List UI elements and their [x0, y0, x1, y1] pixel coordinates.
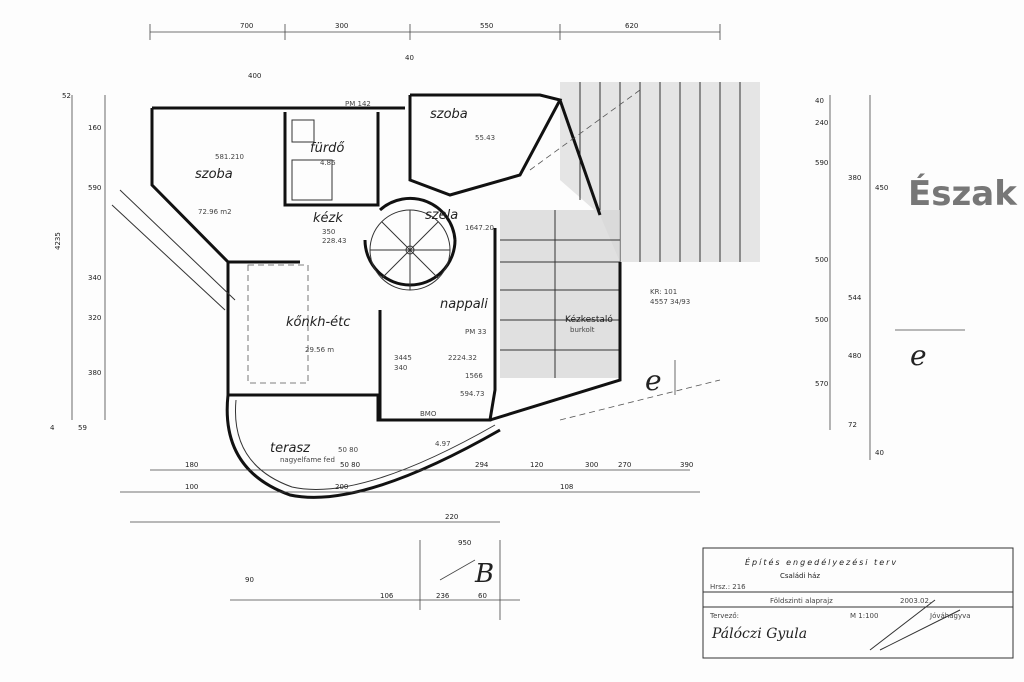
title-block: Építés engedélyezési terv Családi ház Hr…: [702, 547, 1014, 659]
date: 2003.02.: [900, 597, 931, 605]
svg-text:400: 400: [248, 72, 261, 80]
spiral-staircase: [369, 209, 451, 291]
section-mark-b: B: [474, 559, 494, 589]
room-label-nappali: nappali: [440, 297, 488, 312]
svg-text:570: 570: [815, 380, 828, 388]
title-line: Családi ház: [780, 572, 820, 580]
title-line: Hrsz.: 216: [710, 583, 746, 591]
room-dim: 55.43: [475, 134, 495, 142]
north-label: Észak: [908, 173, 1018, 214]
signature: Pálóczi Gyula: [711, 626, 807, 642]
svg-text:90: 90: [245, 576, 254, 584]
room-area: 29.56 m: [305, 346, 334, 354]
svg-text:950: 950: [458, 539, 471, 547]
title-line: Földszinti alaprajz: [770, 597, 833, 605]
svg-text:270: 270: [618, 461, 631, 469]
svg-text:544: 544: [848, 294, 862, 302]
svg-text:60: 60: [478, 592, 487, 600]
room-dim: 594.73: [460, 390, 485, 398]
svg-text:294: 294: [475, 461, 489, 469]
room-label-carport: Kézkestaló: [565, 314, 613, 325]
room-label-kezk: kézk: [313, 211, 343, 226]
svg-text:4235: 4235: [54, 232, 62, 250]
svg-text:4: 4: [50, 424, 55, 432]
svg-text:620: 620: [625, 22, 638, 30]
terrace-outline: [225, 394, 501, 499]
section-line: [439, 559, 476, 581]
svg-text:240: 240: [815, 119, 828, 127]
section-mark-e-right: e: [910, 339, 927, 372]
svg-text:59: 59: [78, 424, 87, 432]
interior-details: [111, 89, 721, 421]
svg-text:590: 590: [88, 184, 101, 192]
svg-text:300: 300: [585, 461, 598, 469]
dimension-lines: [71, 24, 871, 620]
room-dim: 581.210: [215, 153, 244, 161]
room-dim: KR: 101: [650, 288, 677, 296]
svg-text:52: 52: [62, 92, 71, 100]
svg-text:320: 320: [88, 314, 101, 322]
svg-text:380: 380: [848, 174, 861, 182]
svg-text:106: 106: [380, 592, 394, 600]
svg-text:220: 220: [445, 513, 458, 521]
svg-text:108: 108: [560, 483, 573, 491]
svg-text:40: 40: [405, 54, 414, 62]
room-area: 228.43: [322, 237, 347, 245]
svg-text:700: 700: [240, 22, 253, 30]
room-dim: 1566: [465, 372, 483, 380]
scale: M 1:100: [850, 612, 878, 620]
svg-text:300: 300: [335, 22, 348, 30]
room-area: 72.96 m2: [198, 208, 232, 216]
svg-text:40: 40: [875, 449, 884, 457]
svg-text:72: 72: [848, 421, 857, 429]
section-mark-e: e: [645, 364, 662, 397]
room-area: 2224.32: [448, 354, 477, 362]
room-dim: 50 80: [338, 446, 358, 454]
room-dim: 3445: [394, 354, 412, 362]
svg-text:100: 100: [185, 483, 198, 491]
room-dim: PM 142: [345, 100, 371, 108]
title-line: Építés engedélyezési terv: [745, 556, 898, 567]
svg-text:500: 500: [815, 316, 828, 324]
room-sublabel: nagyelfame fed: [280, 456, 335, 464]
svg-text:390: 390: [680, 461, 693, 469]
room-area: 4.86: [320, 159, 336, 167]
room-dim: 4.97: [435, 440, 451, 448]
svg-text:340: 340: [88, 274, 101, 282]
carport-hatch-area: [500, 210, 620, 378]
room-sublabel: burkolt: [570, 326, 595, 334]
svg-text:590: 590: [815, 159, 828, 167]
room-label-szela: szela: [425, 208, 458, 223]
svg-text:180: 180: [185, 461, 198, 469]
room-label-szoba-right: szoba: [430, 107, 468, 122]
room-label-terasz: terasz: [270, 441, 311, 456]
svg-text:160: 160: [88, 124, 101, 132]
approval: Jóváhagyva: [929, 612, 971, 620]
room-dim: 340: [394, 364, 407, 372]
svg-text:40: 40: [815, 97, 824, 105]
svg-text:120: 120: [530, 461, 543, 469]
svg-text:550: 550: [480, 22, 493, 30]
room-dim: 1647.20: [465, 224, 494, 232]
svg-text:450: 450: [875, 184, 888, 192]
room-dim: 4557 34/93: [650, 298, 690, 306]
room-label-szoba-left: szoba: [195, 167, 233, 182]
svg-text:500: 500: [815, 256, 828, 264]
room-dim: BMO: [420, 410, 437, 418]
svg-text:236: 236: [436, 592, 450, 600]
svg-text:480: 480: [848, 352, 861, 360]
dimension-labels: 700 300 550 620 40 400 4235 52 160 590 340 32…: [50, 22, 888, 600]
room-label-furdo: fürdő: [310, 141, 345, 156]
svg-text:200: 200: [335, 483, 348, 491]
svg-text:380: 380: [88, 369, 101, 377]
designer-label: Tervező:: [709, 611, 739, 620]
room-dim: 350: [322, 228, 335, 236]
room-label-konyha: kőnkh-étc: [286, 315, 350, 330]
room-dim: PM 33: [465, 328, 486, 336]
svg-text:50 80: 50 80: [340, 461, 360, 469]
